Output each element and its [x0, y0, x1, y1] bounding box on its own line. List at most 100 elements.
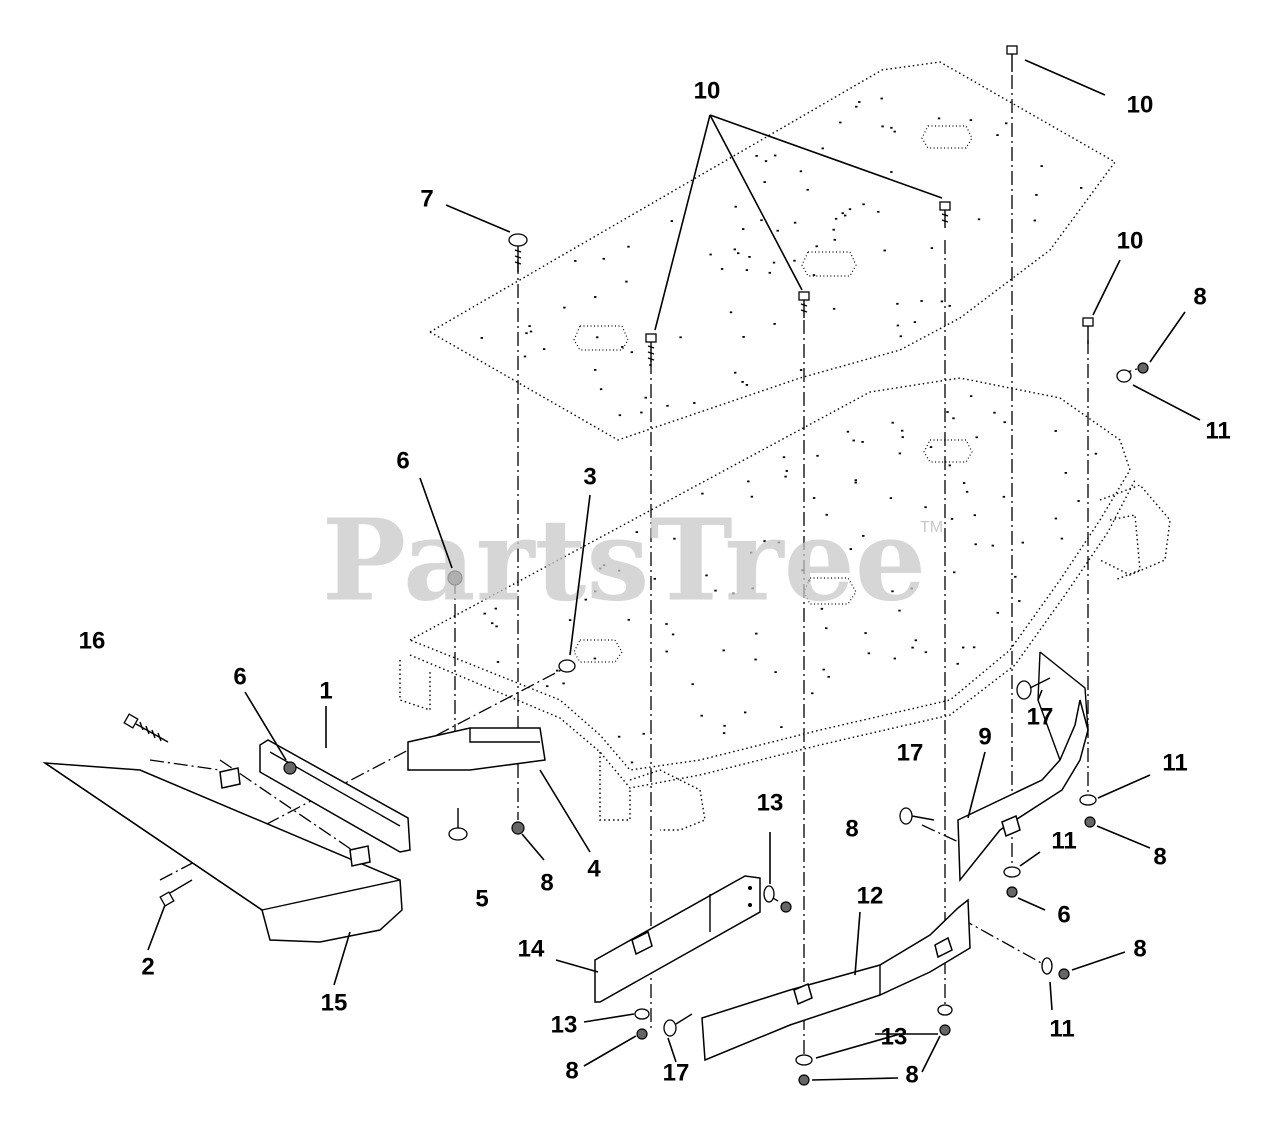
washer-nut-8-11-top	[1116, 362, 1149, 383]
mounting-hole	[602, 257, 605, 260]
mounting-hole	[644, 396, 647, 399]
mounting-hole	[776, 229, 779, 232]
mounting-hole	[911, 646, 914, 649]
mounting-hole	[594, 296, 597, 298]
mounting-hole	[630, 351, 633, 354]
mounting-hole	[969, 395, 973, 397]
mounting-hole	[880, 97, 883, 100]
mounting-hole	[722, 649, 725, 652]
mounting-hole	[723, 724, 726, 727]
mounting-hole	[480, 337, 483, 339]
callout-6: 6	[1057, 901, 1070, 928]
mounting-hole	[777, 541, 781, 544]
mounting-hole	[733, 248, 736, 251]
mounting-hole	[785, 470, 788, 472]
callout-7: 7	[420, 185, 433, 212]
mounting-hole	[755, 155, 758, 157]
mounting-hole	[625, 280, 628, 283]
mounting-hole	[495, 625, 498, 628]
bolt-2	[159, 879, 193, 907]
mounting-hole	[899, 335, 902, 338]
deck-plate-opening	[573, 125, 973, 351]
mounting-hole	[801, 569, 804, 572]
mounting-hole	[546, 685, 549, 688]
hex-bolt-10b	[798, 291, 810, 318]
mounting-hole	[744, 711, 747, 714]
callout-11: 11	[1162, 749, 1187, 776]
mounting-hole	[1005, 122, 1008, 125]
mounting-hole	[750, 495, 754, 498]
callout-16: 16	[79, 627, 106, 654]
mounting-hole	[974, 543, 977, 546]
mounting-hole	[849, 548, 852, 550]
mounting-hole	[665, 650, 668, 653]
mounting-hole	[709, 253, 712, 256]
callout-labels: 10 10 10 7 8 11 6 3 16 6 1 17 17 9 11 13…	[79, 77, 1231, 1088]
mounting-hole	[833, 238, 836, 241]
callout-13: 13	[881, 1023, 908, 1050]
mounting-hole	[891, 590, 894, 593]
mounting-hole	[1035, 194, 1038, 196]
baffle-4	[407, 727, 546, 771]
mounting-hole	[891, 421, 894, 424]
mounting-hole	[825, 627, 828, 630]
mounting-hole	[754, 658, 757, 661]
mounting-hole	[973, 514, 976, 517]
mounting-hole	[665, 623, 668, 625]
mounting-hole	[1033, 219, 1036, 222]
mounting-hole	[596, 336, 599, 339]
callout-8: 8	[905, 1061, 918, 1088]
mounting-hole	[594, 369, 597, 371]
mounting-hole	[1080, 187, 1083, 189]
mounting-hole	[846, 430, 850, 433]
mounting-hole	[948, 305, 951, 307]
mounting-hole	[1054, 517, 1058, 520]
mounting-hole	[563, 306, 566, 309]
mounting-hole	[568, 619, 572, 621]
mounting-hole	[852, 439, 855, 442]
mounting-hole	[996, 134, 999, 136]
mounting-hole	[854, 481, 857, 484]
mounting-hole	[755, 632, 758, 635]
mounting-hole	[848, 208, 852, 211]
mounting-hole	[621, 346, 624, 348]
chute-bracket-1	[259, 739, 411, 853]
mounting-hole	[720, 268, 724, 270]
mounting-hole	[896, 302, 899, 305]
carriage-bolt-17-mid	[899, 807, 935, 825]
mounting-hole	[832, 228, 835, 231]
mounting-hole	[855, 105, 858, 108]
mounting-hole	[950, 518, 954, 520]
discharge-chute-15	[42, 762, 403, 943]
mounting-hole	[832, 307, 836, 310]
mounting-hole	[898, 609, 901, 612]
mounting-hole	[910, 587, 913, 590]
mounting-hole	[862, 535, 865, 537]
mounting-hole	[1094, 452, 1098, 455]
mounting-hole	[630, 761, 634, 764]
mounting-hole	[924, 506, 927, 509]
mounting-hole	[1003, 421, 1006, 424]
mounting-hole	[525, 332, 528, 335]
mounting-hole	[896, 324, 900, 327]
mounting-hole	[893, 657, 896, 660]
mounting-hole	[867, 652, 871, 655]
mounting-hole	[745, 269, 749, 271]
mounting-hole	[679, 336, 682, 339]
mounting-hole	[1077, 500, 1080, 502]
mounting-hole	[839, 121, 842, 124]
callout-3: 3	[583, 463, 596, 490]
callout-14: 14	[518, 935, 545, 962]
mounting-hole	[742, 228, 745, 230]
lower-hardware	[634, 794, 1097, 1086]
mounting-hole	[542, 348, 546, 350]
mounting-hole	[748, 256, 751, 258]
mounting-hole	[1018, 600, 1021, 602]
mounting-hole	[742, 336, 745, 338]
mounting-hole	[574, 260, 577, 262]
mounting-hole	[901, 436, 904, 438]
mounting-hole	[782, 456, 786, 459]
mounting-hole	[972, 646, 976, 649]
mounting-hole	[774, 671, 777, 673]
callout-10: 10	[694, 77, 721, 104]
